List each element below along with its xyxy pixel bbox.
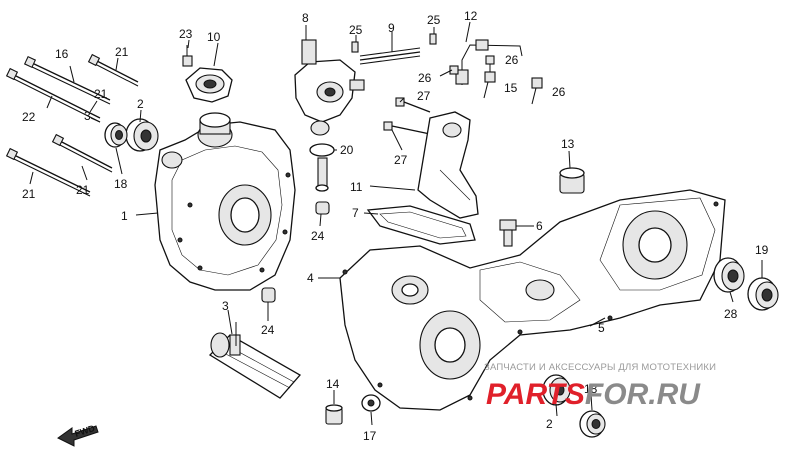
bolt-16 bbox=[23, 55, 111, 105]
callout-3-left: 3 bbox=[84, 109, 91, 123]
seal-28 bbox=[713, 257, 745, 293]
fitting-6 bbox=[499, 219, 517, 247]
callout-1: 1 bbox=[121, 209, 128, 223]
callout-18-bottom: 18 bbox=[584, 382, 598, 396]
callout-26-b: 26 bbox=[505, 53, 519, 67]
washer-17 bbox=[361, 394, 381, 412]
watermark-brand-gray: FOR.RU bbox=[585, 378, 701, 411]
crankcase-main-4-5 bbox=[339, 189, 726, 411]
callout-11: 11 bbox=[350, 180, 363, 194]
callout-7: 7 bbox=[352, 206, 359, 220]
callout-21-left: 21 bbox=[22, 187, 36, 201]
gasket-7 bbox=[366, 205, 476, 245]
callout-24-lower: 24 bbox=[261, 323, 275, 337]
bolt-21-mid bbox=[51, 133, 113, 173]
o-ring-20 bbox=[309, 143, 335, 157]
inlet-fitting-10 bbox=[185, 67, 233, 103]
callout-12: 12 bbox=[464, 9, 478, 23]
callout-19: 19 bbox=[755, 243, 769, 257]
forward-arrow-icon bbox=[57, 425, 99, 447]
callout-20: 20 bbox=[340, 143, 354, 157]
clip-25-right bbox=[429, 33, 437, 45]
watermark: ЗАПЧАСТИ И АКСЕССУАРЫ ДЛЯ МОТОТЕХНИКИ PA… bbox=[484, 362, 716, 411]
callout-2-bottom: 2 bbox=[546, 417, 553, 431]
callout-27-lower: 27 bbox=[394, 153, 408, 167]
bearing-19 bbox=[747, 277, 779, 311]
oil-seal-18-left bbox=[104, 122, 128, 148]
bolt-22 bbox=[5, 67, 101, 123]
callout-8: 8 bbox=[302, 11, 309, 25]
wire-12 bbox=[455, 39, 523, 85]
leader-lines bbox=[29, 21, 763, 426]
callout-3-bottom: 3 bbox=[222, 299, 229, 313]
hose-9 bbox=[359, 47, 421, 65]
callout-5: 5 bbox=[598, 321, 605, 335]
callout-26-a: 26 bbox=[418, 71, 432, 85]
watermark-tagline: ЗАПЧАСТИ И АКСЕССУАРЫ ДЛЯ МОТОТЕХНИКИ bbox=[484, 362, 716, 373]
callout-labels: 1 2 2 3 3 4 5 6 7 8 9 10 11 12 13 14 15 … bbox=[22, 9, 769, 443]
callout-25-right: 25 bbox=[427, 13, 441, 27]
oil-seal-18-bottom bbox=[579, 410, 606, 438]
callout-14: 14 bbox=[326, 377, 340, 391]
callout-21-top: 21 bbox=[115, 45, 129, 59]
dowel-24-lower bbox=[261, 287, 276, 303]
bolt-27-lower bbox=[383, 121, 431, 135]
callout-2-left: 2 bbox=[137, 97, 144, 111]
callout-27-upper: 27 bbox=[417, 89, 431, 103]
callout-9: 9 bbox=[388, 21, 395, 35]
callout-13: 13 bbox=[561, 137, 575, 151]
bushing-13 bbox=[559, 167, 585, 194]
callout-24-upper: 24 bbox=[311, 229, 325, 243]
watermark-brand-red: PARTS bbox=[486, 378, 585, 411]
bolt-15 bbox=[483, 71, 496, 99]
drive-shaft bbox=[315, 157, 329, 192]
oil-strainer-3 bbox=[208, 322, 302, 399]
callout-23: 23 bbox=[179, 27, 193, 41]
callout-28: 28 bbox=[724, 307, 738, 321]
bearing-2-bottom bbox=[542, 374, 571, 406]
callout-22: 22 bbox=[22, 110, 36, 124]
callout-21-lower: 21 bbox=[76, 183, 90, 197]
callout-16: 16 bbox=[55, 47, 69, 61]
bolt-26-c bbox=[531, 77, 543, 105]
callout-4: 4 bbox=[307, 271, 314, 285]
clip-25-left bbox=[351, 41, 359, 53]
crankcase-cover-1 bbox=[154, 112, 296, 291]
bolt-21-left bbox=[5, 147, 91, 197]
bearing-2-left bbox=[125, 118, 159, 152]
bolt-26-a bbox=[439, 65, 459, 77]
callout-17: 17 bbox=[363, 429, 377, 443]
callout-26-c: 26 bbox=[552, 85, 566, 99]
bolt-23 bbox=[182, 45, 193, 67]
bracket-11 bbox=[417, 111, 479, 219]
watermark-brand: PARTSFOR.RU bbox=[486, 378, 701, 411]
bolt-14 bbox=[325, 404, 343, 425]
dowel-24-upper bbox=[315, 201, 330, 215]
callout-6: 6 bbox=[536, 219, 543, 233]
callout-15: 15 bbox=[504, 81, 518, 95]
callout-10: 10 bbox=[207, 30, 221, 44]
oil-pump-8 bbox=[294, 39, 365, 136]
callout-18-left: 18 bbox=[114, 177, 128, 191]
callout-25-left: 25 bbox=[349, 23, 363, 37]
bolt-21-top bbox=[87, 53, 139, 87]
callout-21-mid: 21 bbox=[94, 87, 108, 101]
